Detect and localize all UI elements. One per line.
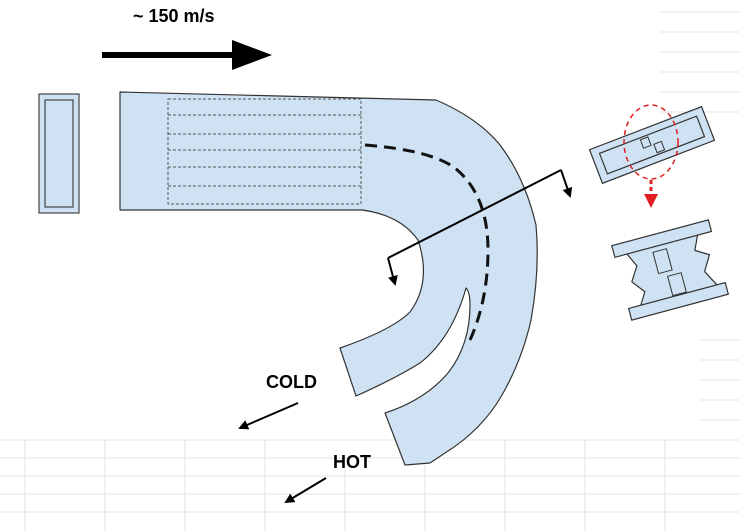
section-cut-line (560, 169, 573, 198)
left-plug-piece (38, 93, 80, 214)
highlight-ellipse (623, 104, 679, 180)
curved-splitter-body (119, 91, 538, 466)
section-cut-line-main (387, 169, 562, 259)
hot-label: HOT (333, 452, 371, 472)
cross-section-intact (588, 105, 716, 185)
hot-arrow (284, 477, 327, 504)
cold-label: COLD (266, 372, 317, 392)
section-cut-end (387, 257, 398, 286)
velocity-label: ~ 150 m/s (133, 6, 215, 26)
inner-segment-grid (167, 98, 362, 205)
cold-arrow (238, 402, 299, 430)
split-boundary-dashed (364, 143, 490, 341)
highlight-arrowhead (644, 194, 658, 208)
flow-direction-arrowhead (232, 40, 272, 70)
cross-section-broken (611, 219, 730, 321)
background-grid (0, 11, 739, 531)
